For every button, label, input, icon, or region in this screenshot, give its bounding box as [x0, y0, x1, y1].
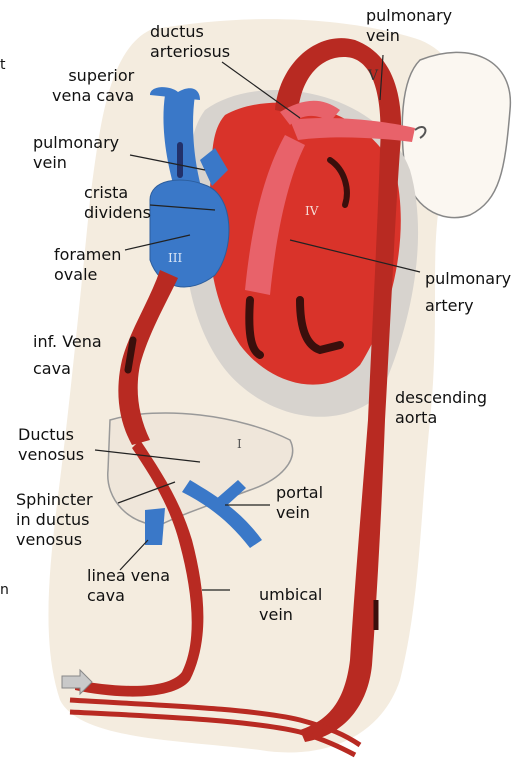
label-line: vein	[33, 153, 119, 173]
numeral-v: V	[367, 68, 379, 84]
numeral-iii: III	[168, 251, 182, 265]
label-line: cava	[87, 586, 170, 606]
label-line: superior	[52, 66, 134, 86]
label-line: aorta	[395, 408, 487, 428]
flow-arrow-ivc	[128, 340, 133, 370]
label-line: pulmonary	[425, 265, 511, 292]
label-line: venosus	[18, 445, 84, 465]
numeral-iv: IV	[305, 204, 319, 218]
numeral-i: I	[237, 437, 242, 451]
lung-outline	[402, 52, 510, 217]
stray-mark-top: t	[0, 55, 6, 75]
stray-mark-bottom: n	[0, 580, 9, 600]
label-line: Ductus	[18, 425, 84, 445]
label-line: venosus	[16, 530, 93, 550]
label-line: descending	[395, 388, 487, 408]
label-line: artery	[425, 292, 511, 319]
label-line: cava	[33, 355, 102, 382]
label-line: vein	[366, 26, 452, 46]
label-line: pulmonary	[366, 6, 452, 26]
label-line: arteriosus	[150, 42, 230, 62]
label-line: ductus	[150, 22, 230, 42]
label-line: vena cava	[52, 86, 134, 106]
label-line: crista	[84, 183, 151, 203]
label-line: vein	[276, 503, 323, 523]
label-line: dividens	[84, 203, 151, 223]
label-line: foramen	[54, 245, 121, 265]
label-line: umbical	[259, 585, 322, 605]
label-line: in ductus	[16, 510, 93, 530]
label-line: vein	[259, 605, 322, 625]
label-line: pulmonary	[33, 133, 119, 153]
hepatic-vein	[145, 508, 165, 545]
label-line: inf. Vena	[33, 328, 102, 355]
label-line: linea vena	[87, 566, 170, 586]
label-line: portal	[276, 483, 323, 503]
label-line: Sphincter	[16, 490, 93, 510]
label-line: ovale	[54, 265, 121, 285]
